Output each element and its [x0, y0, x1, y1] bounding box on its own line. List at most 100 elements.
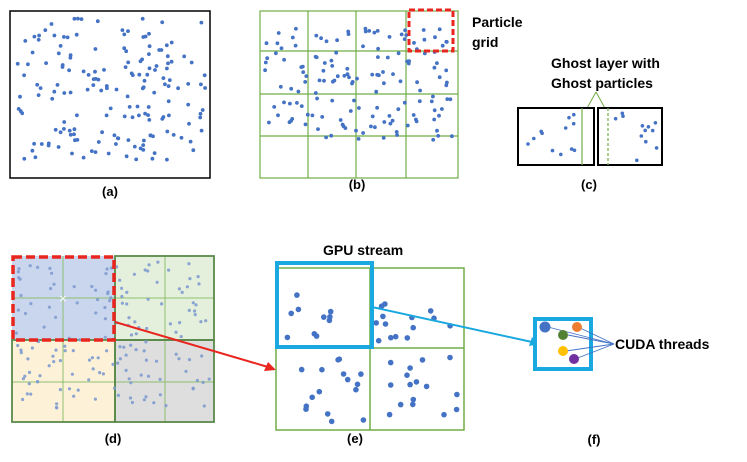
particle — [187, 358, 192, 362]
particle — [437, 75, 442, 80]
ghost-layer-label-line2: Ghost particles — [551, 75, 653, 91]
particle — [188, 277, 192, 281]
particle — [177, 357, 181, 361]
particle — [147, 52, 151, 56]
particle — [16, 270, 20, 274]
particle — [315, 96, 319, 101]
particle — [132, 144, 137, 149]
particle — [28, 264, 32, 268]
particle — [87, 358, 92, 362]
particle — [68, 53, 73, 57]
particle — [142, 138, 146, 143]
particle-grid-highlight — [407, 8, 455, 53]
particle — [104, 272, 108, 276]
particle — [85, 87, 90, 92]
particle — [174, 352, 178, 356]
particle — [429, 99, 434, 104]
particle — [454, 391, 460, 398]
particle — [18, 277, 22, 281]
particle — [158, 377, 162, 381]
particle — [114, 87, 119, 92]
particle — [52, 282, 56, 286]
particle — [127, 377, 131, 381]
subdomain-left — [517, 107, 595, 166]
particle — [155, 280, 159, 284]
particle — [336, 356, 343, 363]
particle — [98, 371, 102, 375]
particle — [375, 29, 380, 33]
particle — [20, 111, 25, 116]
particle — [296, 89, 301, 94]
particle — [444, 39, 449, 44]
particle — [62, 120, 67, 124]
particle — [433, 35, 437, 40]
ghost-layer-label-line1: Ghost layer with — [551, 55, 660, 71]
particle — [130, 400, 134, 405]
particle — [319, 36, 323, 41]
particle — [335, 74, 340, 79]
particle — [338, 118, 343, 122]
panel-d-center-mark: × — [58, 292, 67, 305]
particle — [563, 126, 568, 130]
particle — [111, 362, 115, 366]
particle — [199, 82, 203, 87]
particle — [263, 60, 268, 65]
particle — [96, 77, 101, 82]
particle — [62, 35, 66, 39]
particle — [357, 106, 361, 110]
particle — [194, 303, 198, 307]
particle — [29, 392, 33, 396]
particle — [356, 137, 361, 141]
particle — [303, 403, 310, 410]
particle — [19, 293, 23, 298]
particle — [387, 382, 394, 388]
particle — [133, 320, 137, 324]
particle — [348, 109, 353, 113]
particle — [129, 343, 133, 347]
particle — [151, 134, 155, 139]
particle — [154, 64, 159, 68]
particle — [423, 383, 430, 390]
particle — [317, 78, 322, 83]
particle — [178, 321, 182, 325]
particle — [620, 111, 625, 116]
particle — [274, 51, 278, 56]
particle — [44, 61, 48, 65]
particle — [103, 305, 107, 310]
particle — [120, 28, 125, 32]
particle — [375, 105, 379, 110]
particle — [282, 100, 286, 105]
particle — [403, 28, 407, 33]
particle — [15, 61, 20, 66]
particle — [278, 84, 283, 89]
particle — [187, 121, 191, 126]
particle — [23, 311, 28, 316]
particle — [432, 117, 437, 122]
particle — [358, 371, 364, 377]
particle — [179, 335, 183, 339]
particle — [130, 73, 135, 77]
particle — [39, 142, 44, 146]
particle — [32, 141, 36, 146]
particle — [48, 266, 52, 270]
particle — [185, 285, 189, 289]
particle — [402, 100, 407, 105]
particle — [81, 155, 86, 160]
particle — [93, 69, 97, 74]
particle — [76, 388, 80, 392]
particle — [264, 41, 269, 46]
particle — [150, 156, 155, 161]
panel-c: Ghost layer with Ghost particles (c) — [517, 55, 663, 192]
particle — [444, 83, 449, 88]
particle — [294, 26, 298, 31]
particle — [50, 96, 55, 101]
particle — [187, 262, 191, 266]
particle — [124, 368, 128, 372]
particle — [324, 135, 328, 140]
particle — [164, 404, 168, 408]
particle — [95, 19, 100, 24]
particle — [654, 146, 659, 150]
particle — [398, 79, 403, 84]
particle — [404, 33, 409, 37]
particle — [447, 354, 453, 361]
